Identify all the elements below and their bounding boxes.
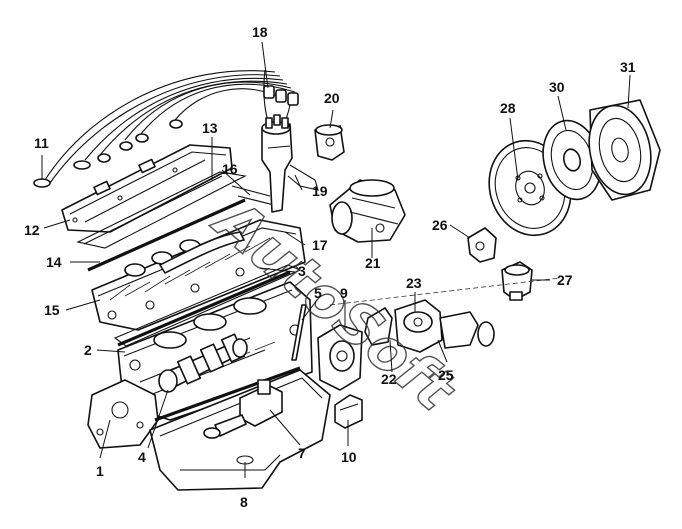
head-gasket-outline — [113, 264, 302, 347]
crankshaft — [158, 333, 248, 393]
thermostat — [501, 261, 533, 301]
valve-cover — [61, 144, 233, 233]
callout-19: 19 — [312, 183, 328, 199]
timing-cover — [87, 379, 159, 449]
callout-17: 17 — [312, 237, 328, 253]
callout-3: 3 — [298, 263, 306, 279]
callout-31: 31 — [620, 59, 636, 75]
callout-20: 20 — [324, 90, 340, 106]
callout-30: 30 — [549, 79, 565, 95]
callout-labels: 1 2 3 4 5 7 8 9 10 11 12 13 14 15 16 17 … — [24, 24, 636, 510]
leader-lines — [41, 41, 631, 478]
cylinder-head — [91, 219, 306, 331]
oil-pump — [203, 379, 283, 439]
callout-9: 9 — [340, 285, 348, 301]
callout-23: 23 — [406, 275, 422, 291]
distributor — [261, 114, 319, 213]
center-line — [329, 277, 561, 306]
oil-pan-gasket — [154, 366, 301, 422]
oil-pan — [149, 369, 331, 491]
water-pump — [317, 324, 363, 391]
callout-7: 7 — [298, 445, 306, 461]
pressure-plate — [588, 99, 661, 201]
callout-28: 28 — [500, 100, 516, 116]
callout-5: 5 — [314, 285, 322, 301]
callout-15: 15 — [44, 302, 60, 318]
callout-14: 14 — [46, 254, 62, 270]
fuel-pump-assembly — [364, 299, 495, 353]
callout-4: 4 — [138, 449, 146, 465]
callout-25: 25 — [438, 367, 454, 383]
distributor-rotor-cap — [314, 124, 345, 161]
thermostat-housing — [467, 227, 497, 263]
ignition-leads — [33, 69, 299, 188]
head-gasket — [117, 270, 291, 347]
callout-2: 2 — [84, 342, 92, 358]
callout-13: 13 — [202, 120, 218, 136]
callout-18: 18 — [252, 24, 268, 40]
callout-12: 12 — [24, 222, 40, 238]
callout-27: 27 — [557, 272, 573, 288]
callout-10: 10 — [341, 449, 357, 465]
engine-mount — [334, 394, 363, 429]
callout-26: 26 — [432, 217, 448, 233]
callout-8: 8 — [240, 494, 248, 510]
starter-motor — [329, 179, 406, 243]
callout-22: 22 — [381, 371, 397, 387]
callout-1: 1 — [96, 463, 104, 479]
callout-16: 16 — [222, 161, 238, 177]
callout-21: 21 — [365, 255, 381, 271]
callout-11: 11 — [34, 135, 49, 151]
